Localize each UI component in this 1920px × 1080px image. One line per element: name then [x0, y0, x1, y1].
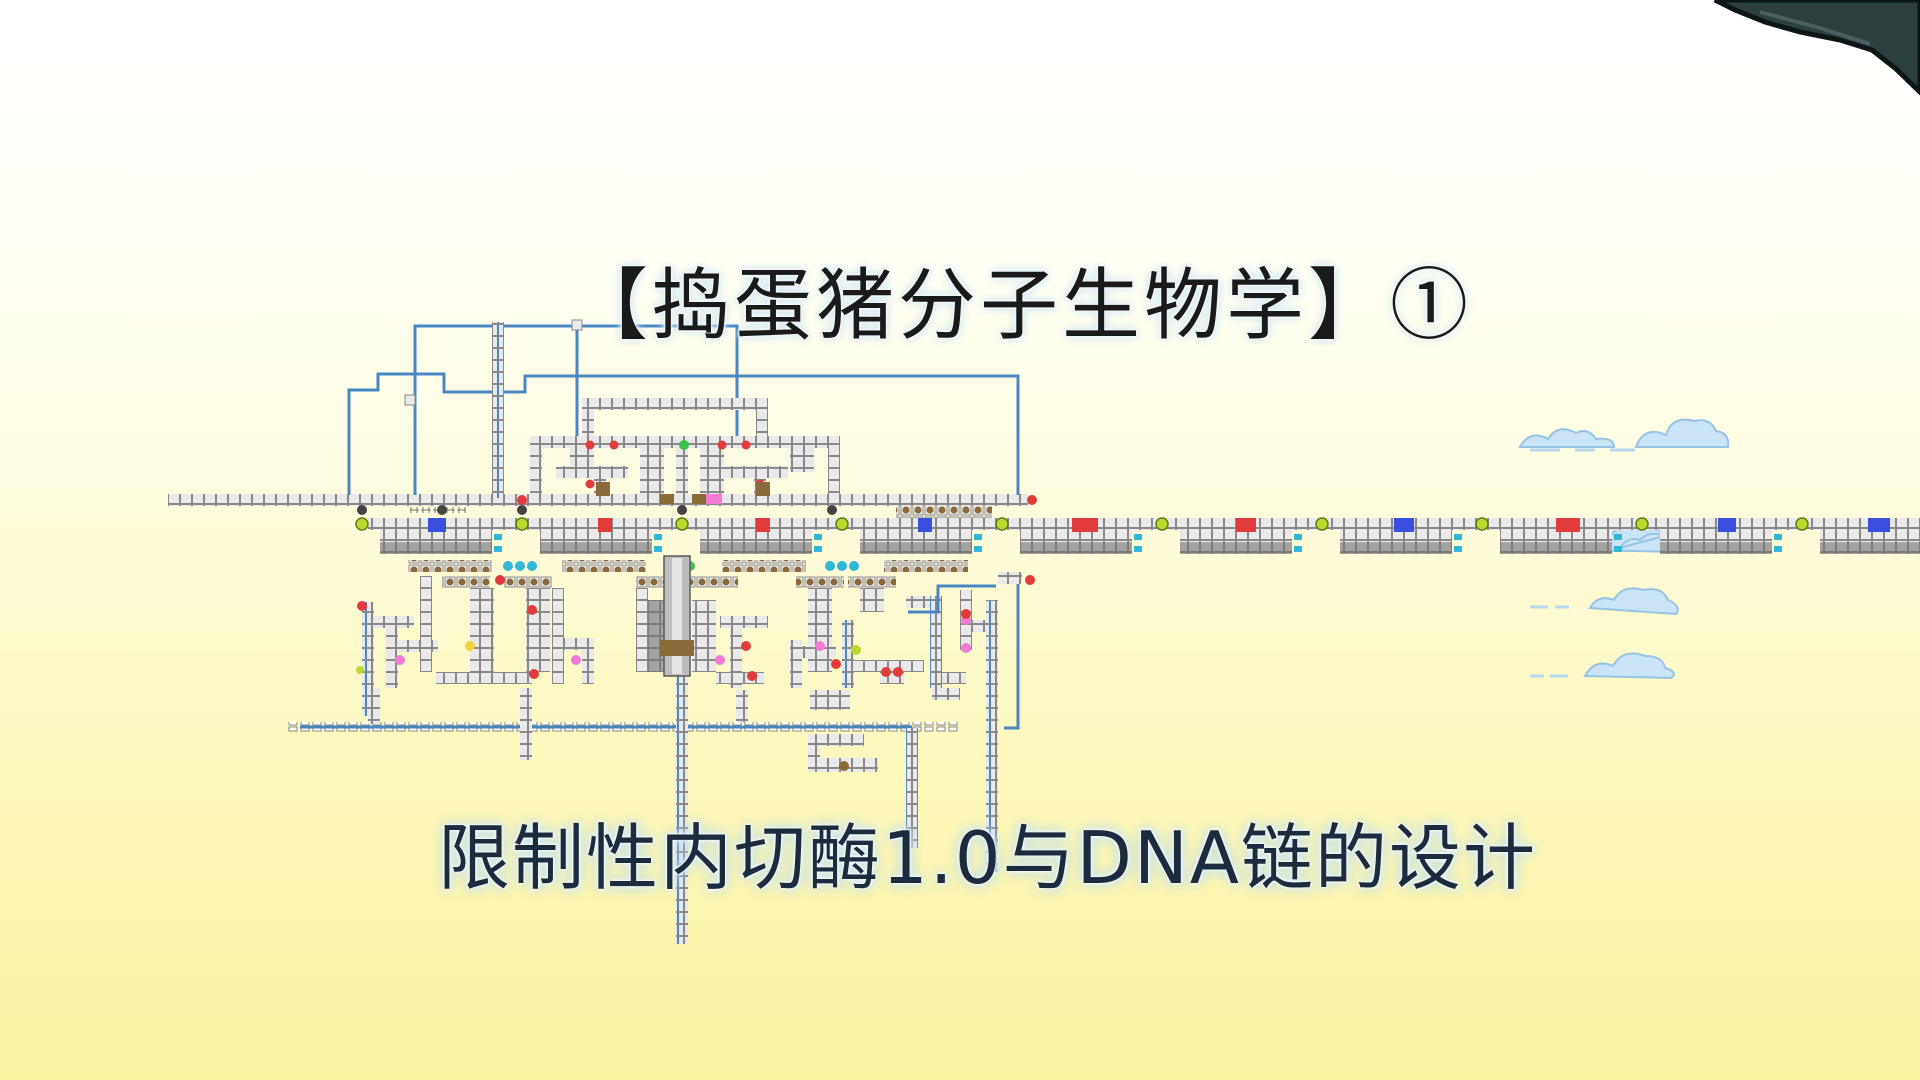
dna-strand [355, 517, 1920, 554]
rock-corner-icon [1713, 0, 1920, 96]
fan-icon [357, 505, 837, 515]
main-rail [168, 494, 1028, 506]
contraption [168, 319, 1920, 944]
video-subtitle: 限制性内切酶1.0与DNA链的设计 [438, 816, 1538, 900]
video-title: 【捣蛋猪分子生物学】① [570, 261, 1473, 351]
wire-frames [347, 319, 1020, 498]
cloud-icon [1518, 418, 1730, 680]
cloud-streaks [1530, 448, 1635, 678]
